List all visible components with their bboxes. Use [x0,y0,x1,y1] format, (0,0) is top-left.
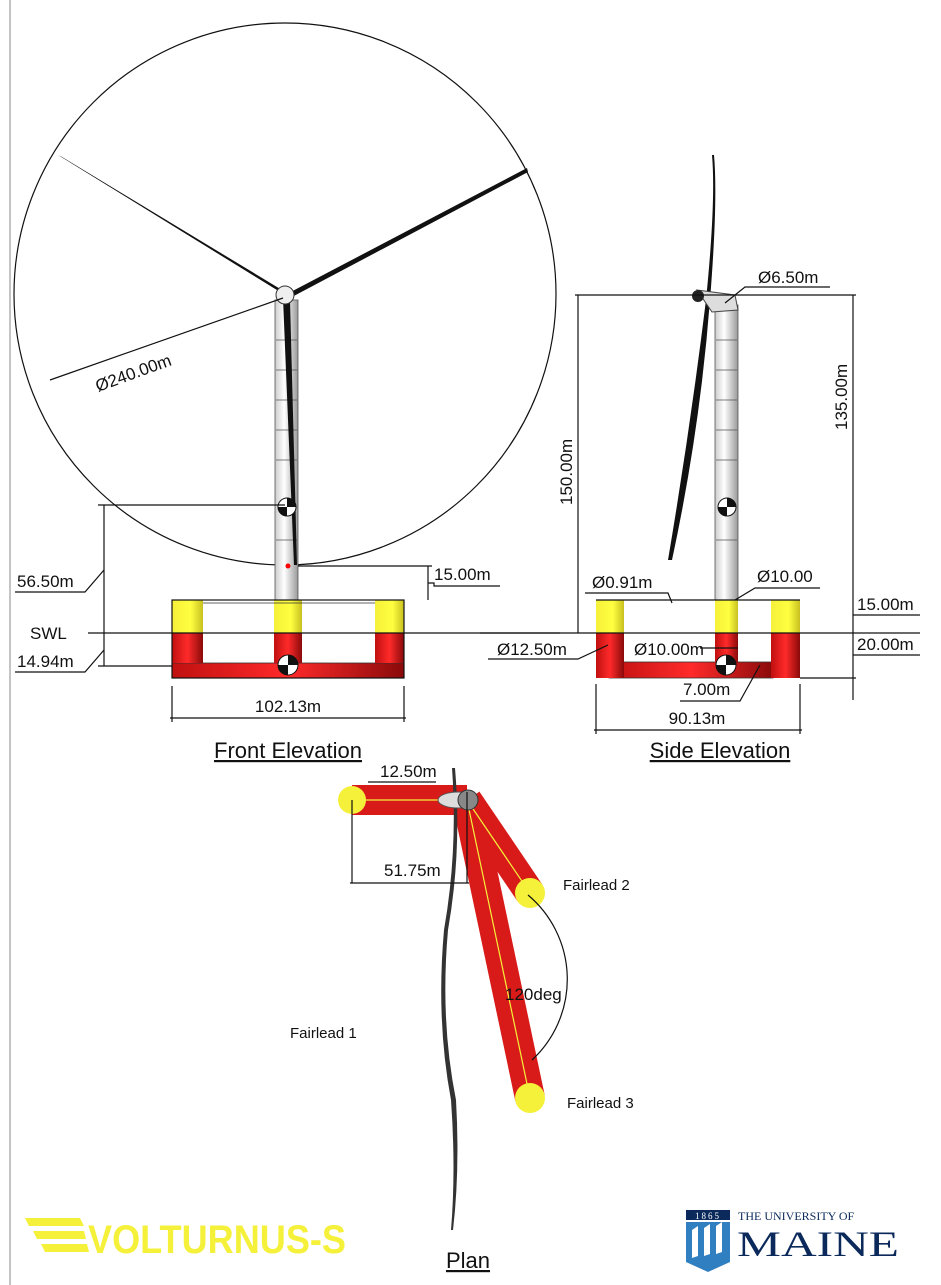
center-to-fairlead-label: 51.75m [384,861,441,880]
strut-diameter-label: Ø0.91m [592,573,652,592]
center-column-freeboard [274,600,302,633]
fairlead-column [515,1083,545,1113]
width-label: 102.13m [255,697,321,716]
column-freeboard [172,600,203,633]
blade-tip-marker [285,563,291,569]
column-submerged [375,633,404,663]
blade [668,155,716,560]
umaine-name: MAINE [737,1224,899,1264]
front-elevation-title: Front Elevation [214,738,362,763]
plan-view: 51.75m 12.50m 120deg Fairlead 1 Fairlead… [290,762,634,1273]
fairlead-column [515,878,545,908]
angle-arc [527,894,568,1061]
tower [714,304,739,601]
blade [285,168,528,298]
rotor-diameter-label: Ø240.00m [93,351,174,396]
column-diameter-label: 12.50m [380,762,437,781]
column-freeboard [375,600,404,633]
fairlead-3-label: Fairlead 3 [567,1095,634,1112]
column-draft-label: 20.00m [857,635,914,654]
tower-top [457,789,479,811]
blade-clearance-label: 15.00m [434,565,491,584]
outer-column-diameter-label: Ø12.50m [497,640,567,659]
fairlead-1-label: Fairlead 1 [290,1025,357,1042]
cog-marker [715,654,737,676]
cog-marker [717,497,737,517]
swl-label: SWL [30,624,67,643]
diameter-leader [49,297,284,381]
blade [58,155,285,295]
freeboard-label: 15.00m [857,595,914,614]
blade [441,768,458,1230]
pontoon-height-label: 7.00m [683,680,730,699]
fairlead-2-label: Fairlead 2 [563,877,630,894]
umaine-top-text: THE UNIVERSITY OF [738,1209,855,1223]
angle-label: 120deg [505,985,562,1004]
cog-marker [277,497,297,517]
hub-to-keel-label: 56.50m [17,572,74,591]
plan-title: Plan [446,1248,490,1273]
volturnus-wordmark: VOLTURNUS-S [88,1218,346,1262]
center-column-diameter-label: Ø10.00m [634,640,704,659]
tower-base-diameter-label: Ø10.00 [757,567,813,586]
hub [275,285,295,305]
side-elevation-title: Side Elevation [650,738,791,763]
pontoon [608,661,774,679]
front-elevation: Ø240.00m 56.50m SWL 14.94m 15.00m 102.13… [13,22,560,763]
volturnus-logo: VOLTURNUS-S [25,1218,346,1262]
side-elevation: 150.00m 135.00m Ø6.50m Ø0.91m Ø10.00 Ø12… [480,155,920,763]
width-label: 90.13m [669,709,726,728]
umaine-year: 1865 [695,1211,721,1221]
umaine-logo: 1865 THE UNIVERSITY OF MAINE [686,1209,899,1272]
column-submerged [172,633,203,663]
blade [283,298,297,565]
draft-label: 14.94m [17,652,74,671]
hub-height-total-label: 150.00m [557,439,576,505]
hub [692,290,704,302]
cog-marker [277,654,299,676]
tower-top-diameter-label: Ø6.50m [758,268,818,287]
hub-height-swl-label: 135.00m [832,364,851,430]
